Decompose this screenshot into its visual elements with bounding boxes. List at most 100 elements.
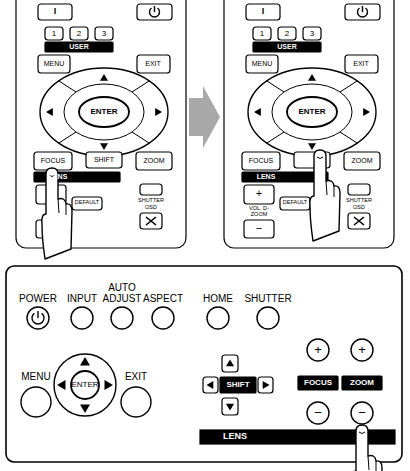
button-label: ENTER [298, 108, 325, 116]
arrow-symbol [57, 380, 66, 390]
button-label: ZOOM [350, 379, 374, 387]
finger-line [368, 456, 376, 471]
pad-divider [267, 81, 284, 92]
button [348, 184, 370, 195]
button-label: FOCUS [41, 157, 66, 164]
control-panel [6, 266, 402, 471]
arrow-symbol [363, 108, 370, 116]
transition-arrow [189, 86, 220, 148]
zoom-band [342, 376, 382, 390]
button-label: + [358, 343, 366, 357]
button-label: FOCUS [304, 379, 332, 387]
button-label: SHIFT [226, 381, 249, 389]
button [136, 152, 172, 170]
button-label: SHIFT [94, 156, 114, 163]
direction-pad [248, 68, 376, 156]
button-label: MENU [21, 372, 50, 383]
button-label: ZOOM [352, 157, 373, 164]
button [203, 377, 218, 393]
button [72, 197, 102, 210]
button [280, 197, 310, 210]
button [253, 27, 271, 40]
button [348, 213, 370, 229]
button [222, 355, 238, 372]
button-label: LENS [257, 173, 276, 180]
arrow-symbol [80, 357, 90, 366]
button-label: − [358, 406, 366, 420]
button-label: ENTER [90, 108, 117, 116]
button [71, 307, 93, 329]
button [38, 4, 72, 20]
direction-pad [54, 354, 116, 416]
direction-ring [64, 84, 144, 140]
button [344, 152, 380, 170]
button-label: AUTO ADJUST [100, 283, 144, 304]
arrow-symbol [155, 108, 162, 116]
direction-pad [40, 68, 168, 156]
button-label: 3 [310, 30, 314, 38]
arrow-symbol [226, 404, 234, 411]
button-label: USER [69, 43, 88, 50]
arrow-symbol [263, 381, 270, 389]
button [140, 213, 162, 229]
fingernail [317, 157, 323, 159]
button-label: − [256, 223, 262, 235]
power-symbol [32, 311, 44, 324]
power-symbol [150, 6, 160, 17]
x-symbol [354, 217, 364, 225]
enter-button [287, 97, 337, 127]
pad-divider [267, 132, 284, 143]
button-label: MENU [252, 60, 273, 67]
remote-control [16, 0, 186, 259]
button [207, 307, 229, 329]
arrow-symbol [308, 74, 316, 81]
button [152, 307, 174, 329]
button [121, 387, 151, 417]
button-label: 2 [77, 30, 81, 38]
button [351, 402, 373, 424]
button [38, 55, 70, 73]
button [140, 184, 162, 195]
button [246, 55, 278, 73]
pointing-hand [352, 425, 382, 471]
enter-button [71, 371, 99, 399]
button-label: USER [277, 43, 296, 50]
button-label: VOL. D-ZOOM [244, 206, 274, 218]
button [244, 185, 274, 204]
button-label: 1 [52, 30, 56, 38]
focus-band [298, 376, 338, 390]
enter-button [79, 97, 129, 127]
button [307, 402, 329, 424]
button-label: ASPECT [143, 294, 183, 305]
direction-ring [272, 84, 352, 140]
button-label: − [314, 406, 322, 420]
x-symbol [146, 217, 156, 225]
button [246, 4, 280, 20]
pad-divider [340, 81, 357, 92]
pad-divider [59, 81, 76, 92]
button [137, 55, 170, 73]
remote-body [16, 0, 186, 248]
button [257, 307, 279, 329]
button-label: ENTER [71, 381, 98, 389]
shift-band [220, 377, 256, 393]
button [34, 152, 72, 170]
button-label: MENU [44, 60, 65, 67]
button-label: HOME [203, 294, 233, 305]
button [242, 152, 280, 170]
button [70, 27, 88, 40]
finger-line [326, 181, 334, 197]
button-label: EXIT [353, 60, 369, 67]
button-label: EXIT [145, 60, 161, 67]
arrow-symbol [254, 108, 261, 116]
button [86, 152, 122, 168]
button-label: 1 [260, 30, 264, 38]
user-band [253, 42, 321, 52]
button-label: LENS [223, 432, 247, 441]
user-band [45, 42, 113, 52]
button [111, 307, 133, 329]
button [137, 4, 172, 20]
button-label: ZOOM [144, 157, 165, 164]
button-label: + [314, 343, 322, 357]
